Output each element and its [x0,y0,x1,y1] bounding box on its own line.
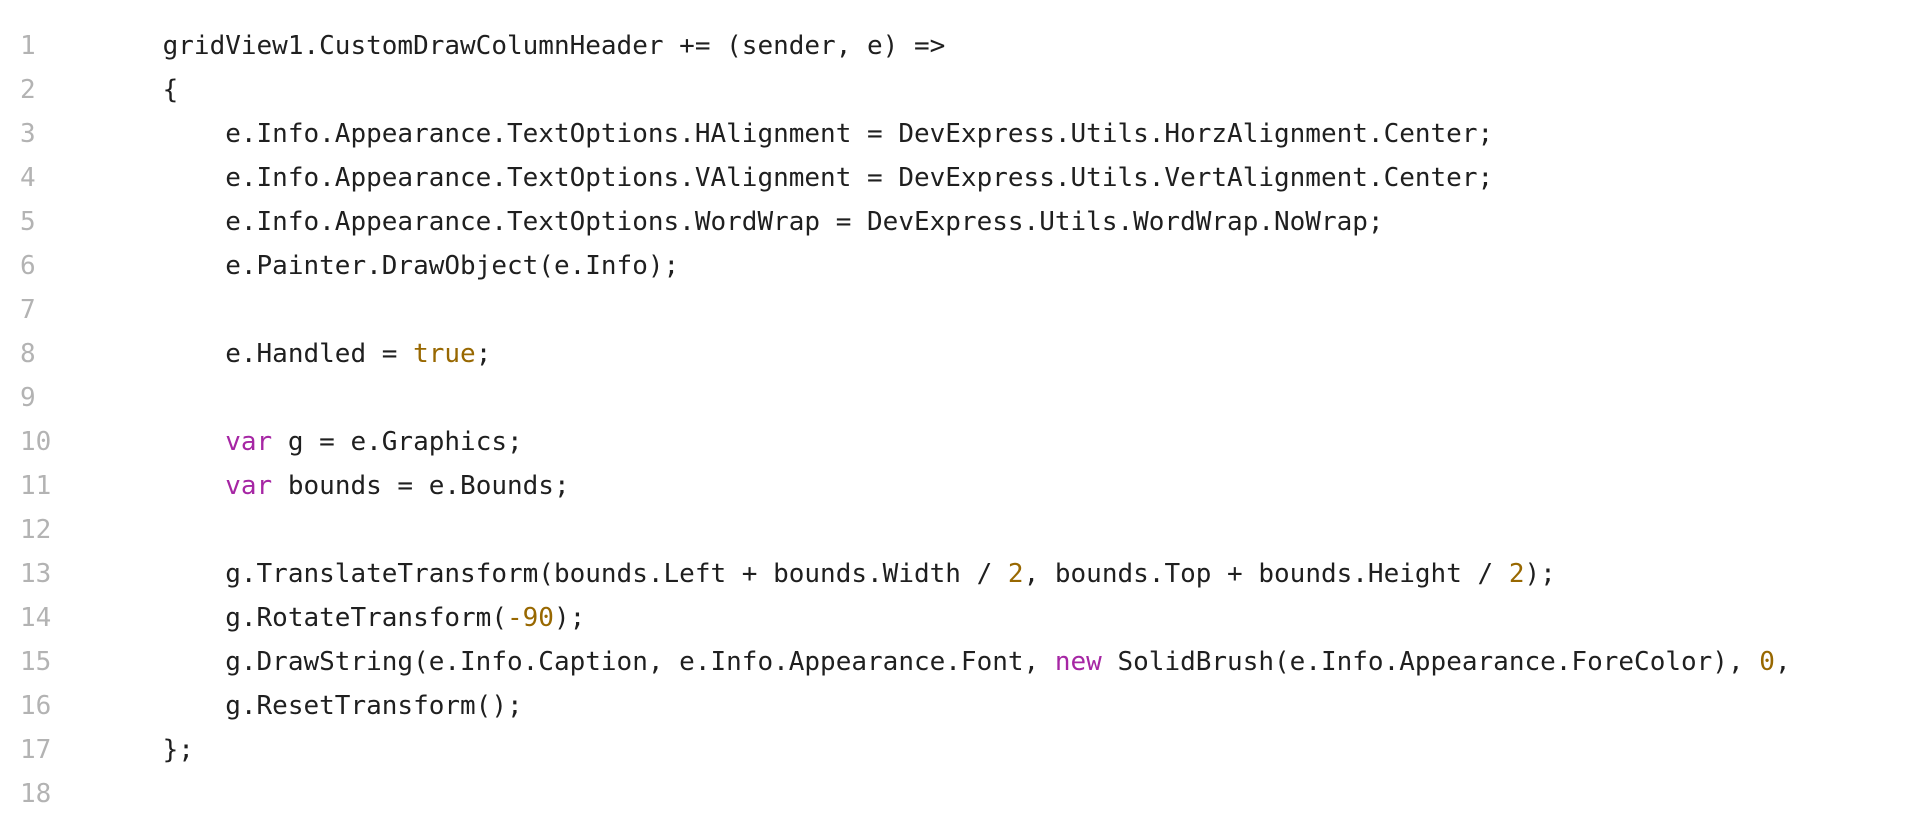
number-token: 0 [1759,647,1775,677]
line-number: 15 [20,647,52,677]
number-token: 2 [1508,559,1525,589]
code-token: , [1774,647,1791,677]
code-token: ; [475,339,492,369]
line-code: var g = e.Graphics; [80,427,1905,457]
code-token: ); [553,603,586,633]
code-token: , bounds.Top + bounds.Height / [1023,559,1509,589]
code-line[interactable]: 3 e.Info.Appearance.TextOptions.HAlignme… [0,112,1905,156]
line-code: { [80,75,1905,105]
line-number: 14 [20,603,52,633]
line-number: 8 [20,339,36,369]
code-token: g.ResetTransform(); [100,691,523,721]
line-code: e.Info.Appearance.TextOptions.WordWrap =… [80,207,1905,237]
line-number: 17 [20,735,52,765]
code-line[interactable]: 5 e.Info.Appearance.TextOptions.WordWrap… [0,200,1905,244]
line-number: 13 [20,559,52,589]
line-number: 10 [20,427,52,457]
line-number: 11 [20,471,52,501]
line-number: 12 [20,515,52,545]
line-code: e.Painter.DrawObject(e.Info); [80,251,1905,281]
code-token: e.Handled = [100,339,414,369]
code-line[interactable]: 7 [0,288,1905,332]
code-line[interactable]: 12 [0,508,1905,552]
code-line[interactable]: 2 { [0,68,1905,112]
code-line[interactable]: 11 var bounds = e.Bounds; [0,464,1905,508]
code-lines: 1 gridView1.CustomDrawColumnHeader += (s… [0,24,1905,816]
code-token: e.Info.Appearance.TextOptions.HAlignment… [100,119,1494,149]
code-line[interactable]: 13 g.TranslateTransform(bounds.Left + bo… [0,552,1905,596]
code-token: g.RotateTransform( [100,603,507,633]
code-line[interactable]: 14 g.RotateTransform(-90); [0,596,1905,640]
line-number: 3 [20,119,36,149]
line-number: 6 [20,251,36,281]
line-code: e.Info.Appearance.TextOptions.HAlignment… [80,119,1905,149]
line-code: g.ResetTransform(); [80,691,1905,721]
line-code: var bounds = e.Bounds; [80,471,1905,501]
code-token: ); [1524,559,1556,589]
literal-token: true [413,339,476,369]
code-token [100,427,225,457]
line-code: e.Info.Appearance.TextOptions.VAlignment… [80,163,1905,193]
line-code: g.DrawString(e.Info.Caption, e.Info.Appe… [80,647,1905,677]
code-token: gridView1.CustomDrawColumnHeader += (sen… [100,31,946,61]
code-token: { [100,75,179,105]
line-code: }; [80,735,1905,765]
code-token: bounds = e.Bounds; [272,471,570,501]
line-code: e.Handled = true; [80,339,1905,369]
code-line[interactable]: 15 g.DrawString(e.Info.Caption, e.Info.A… [0,640,1905,684]
code-token: e.Painter.DrawObject(e.Info); [100,251,680,281]
code-line[interactable]: 1 gridView1.CustomDrawColumnHeader += (s… [0,24,1905,68]
code-line[interactable]: 9 [0,376,1905,420]
code-line[interactable]: 6 e.Painter.DrawObject(e.Info); [0,244,1905,288]
line-number: 2 [20,75,36,105]
code-token: g = e.Graphics; [272,427,523,457]
code-token: e.Info.Appearance.TextOptions.WordWrap =… [100,207,1384,237]
keyword-token: var [225,427,273,457]
line-number: 18 [20,779,52,809]
line-code: gridView1.CustomDrawColumnHeader += (sen… [80,31,1905,61]
keyword-token: new [1054,647,1102,677]
code-line[interactable]: 10 var g = e.Graphics; [0,420,1905,464]
code-line[interactable]: 17 }; [0,728,1905,772]
line-number: 5 [20,207,36,237]
code-line[interactable]: 8 e.Handled = true; [0,332,1905,376]
code-token: g.TranslateTransform(bounds.Left + bound… [100,559,1008,589]
code-line[interactable]: 4 e.Info.Appearance.TextOptions.VAlignme… [0,156,1905,200]
code-token [100,471,225,501]
line-number: 4 [20,163,36,193]
code-token: g.DrawString(e.Info.Caption, e.Info.Appe… [100,647,1055,677]
line-number: 7 [20,295,36,325]
line-number: 1 [20,31,36,61]
number-token: -90 [507,603,554,633]
code-line[interactable]: 16 g.ResetTransform(); [0,684,1905,728]
code-token: SolidBrush(e.Info.Appearance.ForeColor), [1101,647,1760,677]
line-number: 16 [20,691,52,721]
code-token: }; [100,735,194,765]
line-code: g.TranslateTransform(bounds.Left + bound… [80,559,1905,589]
code-token: e.Info.Appearance.TextOptions.VAlignment… [100,163,1494,193]
keyword-token: var [225,471,273,501]
line-number: 9 [20,383,36,413]
line-code: g.RotateTransform(-90); [80,603,1905,633]
code-line[interactable]: 18 [0,772,1905,816]
number-token: 2 [1007,559,1024,589]
